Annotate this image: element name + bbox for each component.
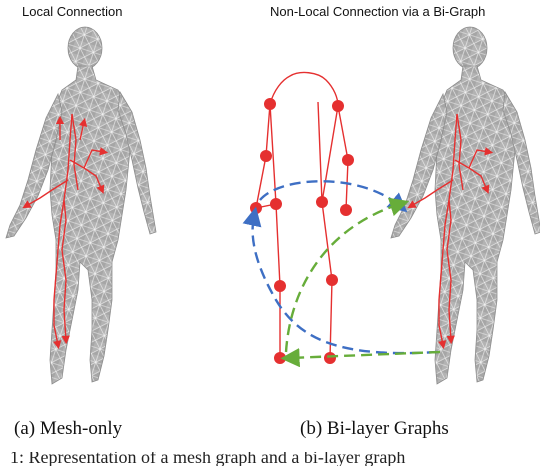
blue-arrows [242,180,439,355]
skeleton-joints [250,98,354,364]
left-mesh-figure [5,26,157,385]
right-mesh-figure [390,26,540,385]
caption-mesh-only: (a) Mesh-only [14,418,123,439]
green-arrows [280,197,441,368]
figure-caption-partial: 1: Representation of a mesh graph and a … [0,452,540,466]
skeleton-graph [250,71,354,364]
left-panel-title: Local Connection [22,4,123,19]
right-panel-title: Non-Local Connection via a Bi-Graph [270,4,486,19]
caption-bi-layer-graphs: (b) Bi-layer Graphs [300,418,449,439]
right-local-connections [407,113,494,350]
skeleton-edges [255,71,349,359]
left-local-connections [22,113,109,350]
figure-caption-text: 1: Representation of a mesh graph and a … [10,452,406,466]
